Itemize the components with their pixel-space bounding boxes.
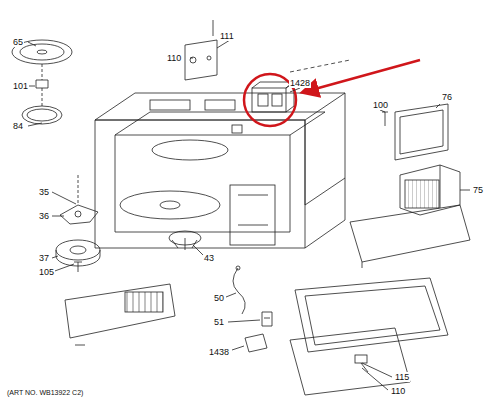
highlight-arrow [304,60,420,92]
callout-number: 43 [203,253,215,263]
callout-number: 105 [38,267,55,277]
callout-number: 37 [38,253,50,263]
callout-number: 110 [390,386,406,396]
callout-number: 1428 [289,78,311,88]
callout-number: 110 [166,53,182,63]
callout-number: 51 [213,317,225,327]
art-number: (ART NO. WB13922 C2) [6,388,84,398]
callout-number: 35 [38,187,50,197]
callout-number: 1438 [208,347,230,357]
callout-number: 84 [12,121,24,131]
callout-number: 100 [372,100,389,110]
callout-number: 111 [219,31,235,41]
callout-number: 65 [12,37,24,47]
callout-number: 36 [38,211,50,221]
callout-number: 76 [441,92,453,102]
callout-number: 115 [394,372,410,382]
callout-number: 50 [213,293,225,303]
callout-number: 75 [472,185,484,195]
callout-number: 101 [12,81,29,91]
